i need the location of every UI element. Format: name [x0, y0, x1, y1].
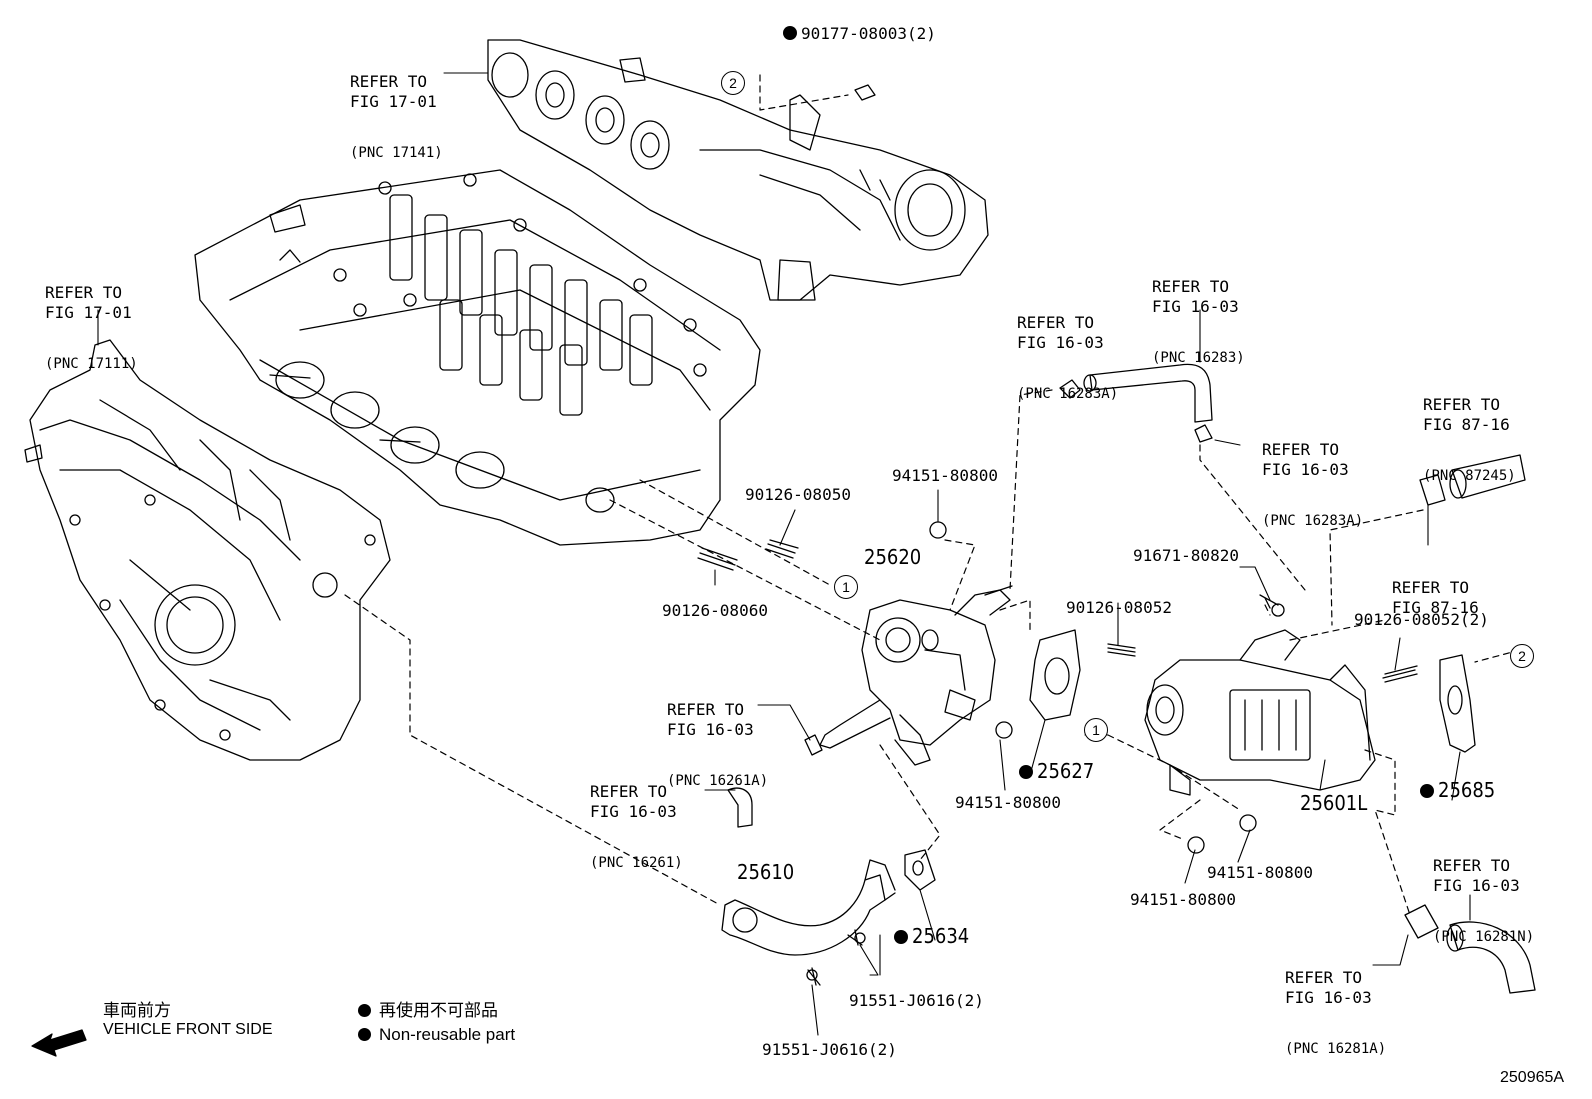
exhaust-manifold-drawing — [487, 39, 989, 301]
callout-1-left: 1 — [834, 575, 858, 599]
legend-nonreuse-jp: 再使用不可部品 — [358, 1002, 498, 1019]
part-label-94151-80800-top[interactable]: 94151-80800 — [892, 466, 998, 485]
part-label-90126-08050[interactable]: 90126-08050 — [745, 485, 851, 504]
part-label-25610[interactable]: 25610 — [737, 860, 795, 884]
part-label-94151-80800-mid[interactable]: 94151-80800 — [955, 793, 1061, 812]
cylinder-head-drawing — [194, 169, 761, 546]
egr-cooler-drawing — [1144, 629, 1376, 796]
callout-1-right: 1 — [1084, 718, 1108, 742]
part-label-90126-08052[interactable]: 90126-08052 — [1066, 598, 1172, 617]
non-reusable-dot-icon — [894, 930, 908, 944]
part-label-91671-80820[interactable]: 91671-80820 — [1133, 546, 1239, 565]
part-label-25685[interactable]: 25685 — [1420, 780, 1495, 800]
legend-nonreuse-en: Non-reusable part — [358, 1026, 515, 1043]
egr-pipe-drawing — [721, 859, 896, 956]
non-reusable-dot-icon — [1019, 765, 1033, 779]
intake-manifold-drawing — [24, 339, 391, 761]
part-label-94151-80800-right1[interactable]: 94151-80800 — [1207, 863, 1313, 882]
part-label-25627[interactable]: 25627 — [1019, 761, 1094, 781]
part-label-90177-08003[interactable]: 90177-08003(2) — [783, 26, 936, 42]
part-label-91551-j0616-b[interactable]: 91551-J0616(2) — [762, 1040, 897, 1059]
legend-front-en: VEHICLE FRONT SIDE — [103, 1021, 273, 1038]
non-reusable-dot-icon — [1420, 784, 1434, 798]
dashed-leaders — [344, 74, 1521, 916]
figure-id: 250965A — [1500, 1069, 1565, 1086]
non-reusable-dot-icon — [358, 1028, 371, 1041]
non-reusable-dot-icon — [358, 1004, 371, 1017]
part-label-25634[interactable]: 25634 — [894, 926, 969, 946]
part-label-25601l[interactable]: 25601L — [1300, 791, 1368, 815]
front-arrow-icon — [31, 1029, 87, 1057]
callout-2-right: 2 — [1510, 644, 1534, 668]
hoses-drawing — [727, 363, 1536, 994]
part-label-90126-08052-x2[interactable]: 90126-08052(2) — [1354, 610, 1489, 629]
part-label-91551-j0616-a[interactable]: 91551-J0616(2) — [849, 991, 984, 1010]
solid-leaders — [97, 72, 1471, 1036]
callout-2-top: 2 — [721, 71, 745, 95]
legend-front-jp: 車両前方 — [103, 1001, 171, 1020]
egr-valve-drawing — [819, 585, 1013, 766]
part-label-94151-80800-right2[interactable]: 94151-80800 — [1130, 890, 1236, 909]
part-label-90126-08060[interactable]: 90126-08060 — [662, 601, 768, 620]
part-label-25620[interactable]: 25620 — [864, 545, 922, 569]
non-reusable-dot-icon — [783, 26, 797, 40]
